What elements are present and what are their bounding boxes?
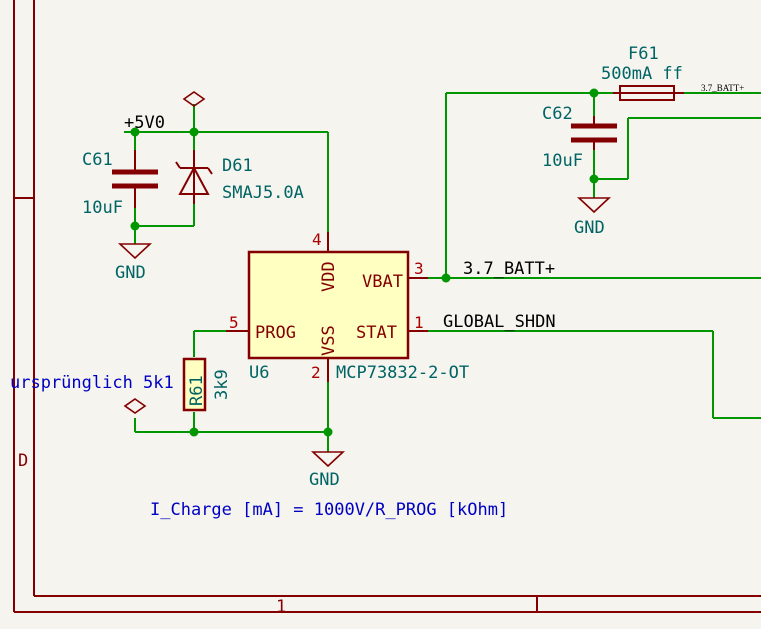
- f61-ref: F61: [628, 44, 659, 64]
- wires: [124, 92, 761, 452]
- batt-net-label-small: 3.7_BATT+: [701, 83, 744, 93]
- c62-ref: C62: [542, 104, 573, 124]
- capacitor-c61[interactable]: [112, 150, 158, 208]
- net-label-batt: 3.7_BATT+: [463, 259, 555, 279]
- pin-name-prog: PROG: [255, 323, 296, 343]
- ic-u6[interactable]: [226, 232, 428, 382]
- net-label-shdn: GLOBAL_SHDN: [443, 312, 556, 332]
- gnd-symbol-c62: [576, 197, 612, 214]
- pin-num-vss: 2: [311, 363, 321, 382]
- r61-ref: R61: [187, 375, 207, 406]
- c61-value: 10uF: [82, 198, 123, 218]
- gnd-label-u6: GND: [309, 470, 340, 490]
- test-point-diamond: [123, 398, 147, 414]
- diode-d61[interactable]: [175, 150, 213, 204]
- pin-num-vbat: 3: [414, 259, 424, 278]
- u6-ref: U6: [249, 363, 269, 383]
- c61-ref: C61: [82, 150, 113, 170]
- c62-value: 10uF: [542, 151, 583, 171]
- pin-name-vbat: VBAT: [362, 272, 403, 292]
- capacitor-c62[interactable]: [571, 116, 617, 150]
- junction-dots: [130, 88, 599, 437]
- u6-value: MCP73832-2-OT: [336, 363, 469, 383]
- gnd-symbol-c61: [117, 243, 153, 260]
- gnd-label-c62: GND: [574, 218, 605, 238]
- d61-ref: D61: [222, 156, 253, 176]
- f61-value: 500mA ff: [601, 64, 683, 84]
- d61-value: SMAJ5.0A: [222, 183, 304, 203]
- resistor-r61[interactable]: [182, 357, 207, 412]
- pin-name-vdd: VDD: [319, 261, 339, 292]
- charge-current-formula: I_Charge [mA] = 1000V/R_PROG [kOhm]: [150, 500, 508, 520]
- power-flag-5v: [182, 91, 206, 107]
- gnd-label-c61: GND: [115, 263, 146, 283]
- pin-name-vss: VSS: [319, 325, 339, 356]
- zone-letter: D: [18, 451, 28, 471]
- column-number: 1: [276, 597, 286, 617]
- pin-num-prog: 5: [229, 313, 239, 332]
- fuse-f61[interactable]: [613, 85, 684, 101]
- gnd-symbol-u6: [310, 451, 346, 468]
- pin-num-stat: 1: [414, 313, 424, 332]
- r61-value: 3k9: [212, 369, 232, 400]
- r61-original-value-note: ursprünglich 5k1: [10, 373, 174, 393]
- pin-name-stat: STAT: [356, 323, 397, 343]
- power-label-5v: +5V0: [124, 113, 165, 133]
- pin-num-vdd: 4: [312, 230, 322, 249]
- sheet-frame: [13, 0, 761, 613]
